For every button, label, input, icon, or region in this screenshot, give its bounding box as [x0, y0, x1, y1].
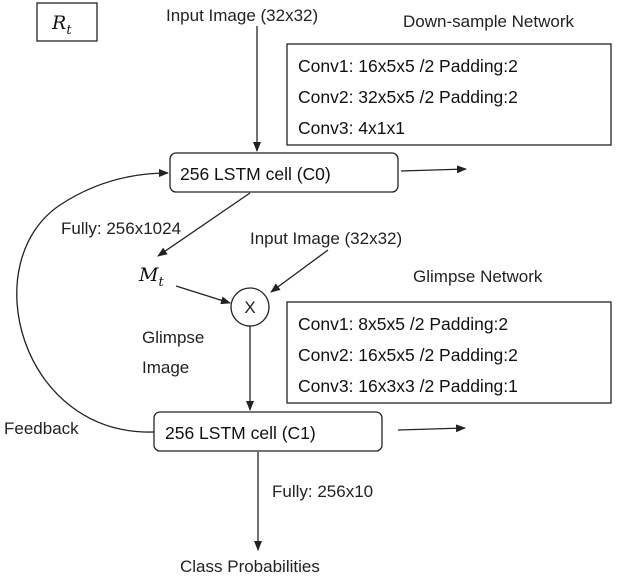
input-image-mid-label: Input Image (32x32) [250, 229, 402, 248]
downsample-layer-box: Conv1: 16x5x5 /2 Padding:2 Conv2: 32x5x5… [286, 43, 612, 146]
feedback-arrow [16, 169, 169, 433]
lstm-cell-c0: 256 LSTM cell (C0) [169, 152, 399, 193]
glimpse-layer-box: Conv1: 8x5x5 /2 Padding:2 Conv2: 16x5x5 … [286, 301, 612, 404]
glimpse-image-label-line2: Image [142, 358, 189, 377]
class-probabilities-label: Class Probabilities [180, 557, 320, 576]
multiply-symbol: X [244, 298, 255, 317]
arrow-input-to-multiply [270, 249, 329, 293]
downsample-layer-2: Conv2: 32x5x5 /2 Padding:2 [298, 87, 518, 107]
fully-256x1024-label: Fully: 256x1024 [61, 219, 181, 238]
glimpse-layer-2: Conv2: 16x5x5 /2 Padding:2 [298, 345, 518, 365]
rt-box: Rt [36, 2, 98, 42]
glimpse-image-label-line1: Glimpse [142, 328, 204, 347]
glimpse-layer-1: Conv1: 8x5x5 /2 Padding:2 [298, 314, 508, 334]
arrow-c0-to-mt [157, 192, 251, 257]
glimpse-network-title: Glimpse Network [413, 267, 543, 286]
lstm-cell-c1-label: 256 LSTM cell (C1) [165, 423, 316, 443]
lstm-cell-c0-label: 256 LSTM cell (C0) [180, 164, 331, 184]
mt-label: Mt [138, 264, 164, 290]
arrow-c1-output [397, 424, 466, 433]
multiply-node: X [230, 287, 270, 327]
arrow-mt-to-multiply [175, 285, 231, 305]
input-image-top-label: Input Image (32x32) [166, 6, 318, 25]
arrow-c0-output [400, 165, 467, 174]
rt-label: Rt [51, 12, 72, 38]
downsample-network-title: Down-sample Network [403, 12, 574, 31]
lstm-cell-c1: 256 LSTM cell (C1) [153, 411, 383, 452]
downsample-layer-1: Conv1: 16x5x5 /2 Padding:2 [298, 56, 518, 76]
fully-256x10-label: Fully: 256x10 [272, 482, 373, 501]
downsample-layer-3: Conv3: 4x1x1 [298, 118, 405, 138]
feedback-label: Feedback [4, 419, 79, 438]
glimpse-layer-3: Conv3: 16x3x3 /2 Padding:1 [298, 376, 518, 396]
